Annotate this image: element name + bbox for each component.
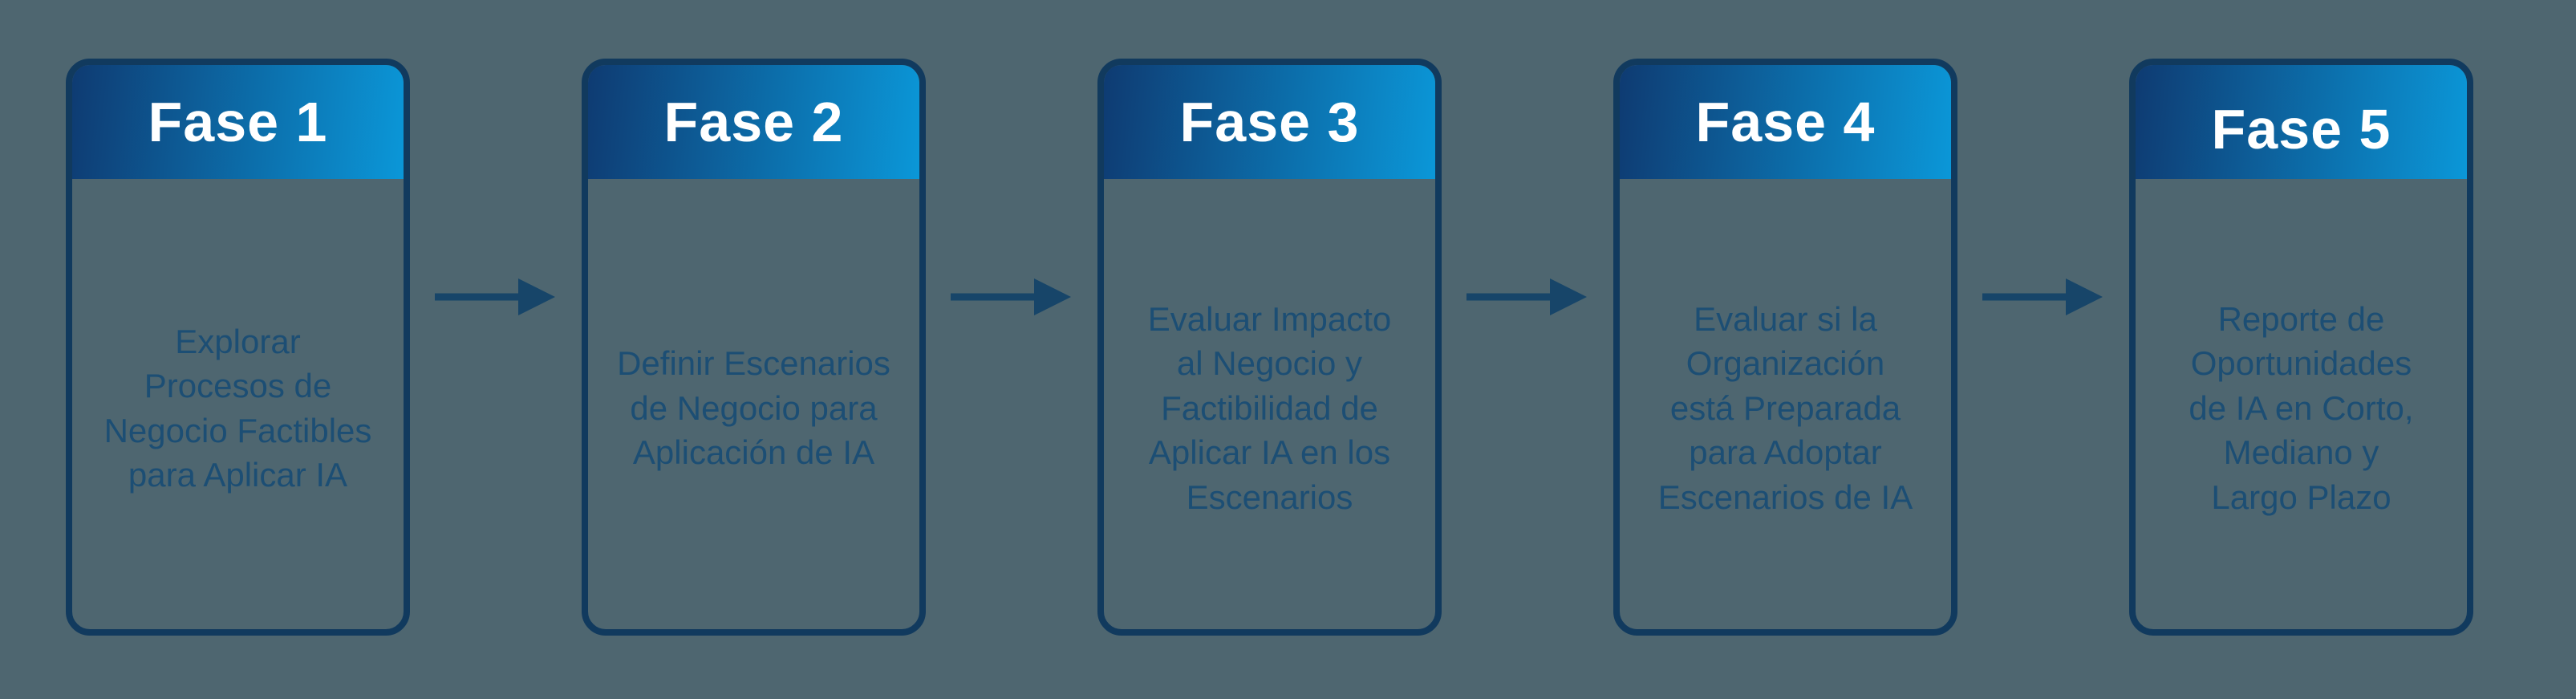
phase-description: Evaluar si la Organización está Preparad… <box>1657 299 1913 516</box>
phase-card-header: Fase 1 <box>72 65 404 179</box>
phase-card-body: Evaluar Impacto al Negocio y Factibilida… <box>1104 179 1435 629</box>
arrow-right-icon <box>435 278 555 315</box>
phase-card-header: Fase 4 <box>1620 65 1951 179</box>
arrow-right-icon <box>1982 278 2103 315</box>
phase-card-2: Fase 2 Definir Escenarios de Negocio par… <box>582 59 926 636</box>
phase-description: Explorar Procesos de Negocio Factibles p… <box>103 322 372 494</box>
phase-description: Evaluar Impacto al Negocio y Factibilida… <box>1147 299 1392 516</box>
arrow-right-icon <box>1466 278 1587 315</box>
phase-card-body: Evaluar si la Organización está Preparad… <box>1620 179 1951 629</box>
connector-cell <box>1442 59 1613 636</box>
phase-title: Fase 4 <box>1695 91 1876 153</box>
phase-row: Fase 1 Explorar Procesos de Negocio Fact… <box>66 59 2473 636</box>
phase-card-body: Definir Escenarios de Negocio para Aplic… <box>588 179 919 629</box>
phase-title: Fase 5 <box>2211 98 2391 161</box>
phase-description: Reporte de Oportunidades de IA en Corto,… <box>2189 299 2414 516</box>
phase-card-5: Fase 5 Reporte de Oportunidades de IA en… <box>2129 59 2473 636</box>
phase-card-body: Explorar Procesos de Negocio Factibles p… <box>72 179 404 629</box>
connector-cell <box>1957 59 2129 636</box>
phase-card-1: Fase 1 Explorar Procesos de Negocio Fact… <box>66 59 410 636</box>
phase-card-body: Reporte de Oportunidades de IA en Corto,… <box>2136 179 2467 629</box>
phase-card-4: Fase 4 Evaluar si la Organización está P… <box>1613 59 1957 636</box>
phase-description: Definir Escenarios de Negocio para Aplic… <box>617 344 890 472</box>
arrow-right-icon <box>951 278 1071 315</box>
phase-card-3: Fase 3 Evaluar Impacto al Negocio y Fact… <box>1097 59 1442 636</box>
connector-cell <box>410 59 582 636</box>
phase-card-header: Fase 3 <box>1104 65 1435 179</box>
phase-title: Fase 3 <box>1179 91 1360 153</box>
connector-cell <box>926 59 1097 636</box>
phase-title: Fase 1 <box>148 91 328 153</box>
phase-card-header: Fase 2 <box>588 65 919 179</box>
phase-card-header: Fase 5 <box>2136 65 2467 179</box>
phase-title: Fase 2 <box>663 91 844 153</box>
